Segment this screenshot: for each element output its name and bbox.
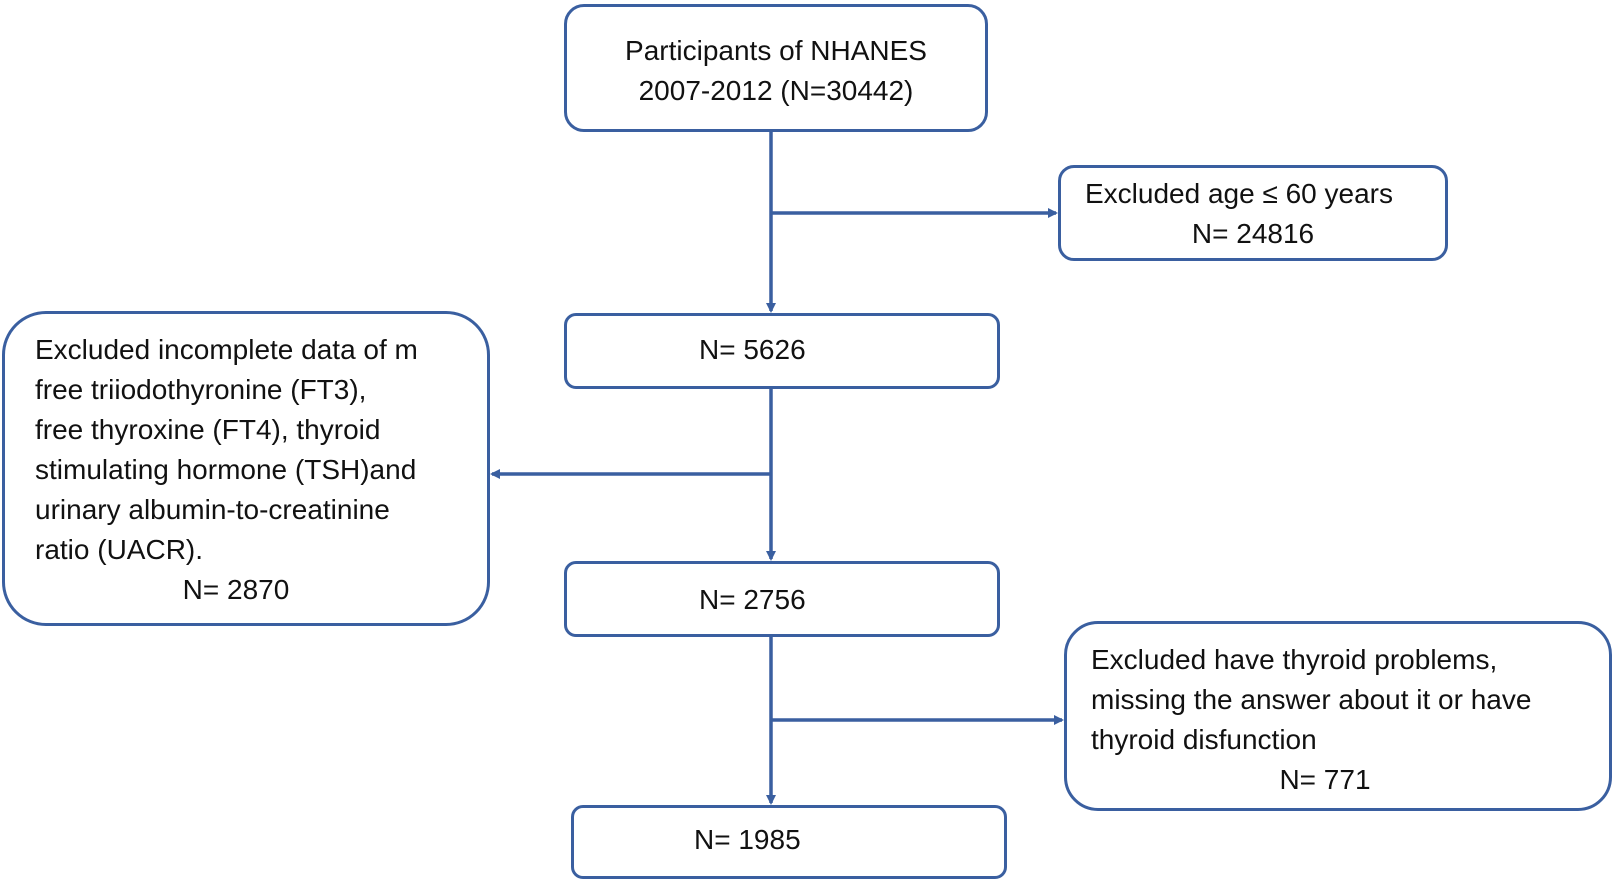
n1985-count: N= 1985: [694, 824, 801, 855]
excluded-incomplete-line-2: free triiodothyronine (FT3),: [35, 374, 367, 405]
n2756-box: N= 2756: [564, 561, 1000, 637]
excluded-age-box: Excluded age ≤ 60 years N= 24816: [1058, 165, 1448, 261]
excluded-incomplete-line-1: Excluded incomplete data of m: [35, 334, 418, 365]
n1985-box: N= 1985: [571, 805, 1007, 879]
excluded-incomplete-box: Excluded incomplete data of m free triio…: [2, 311, 490, 626]
participants-line-1: Participants of NHANES: [625, 35, 927, 66]
excluded-incomplete-line-5: urinary albumin-to-creatinine: [35, 494, 390, 525]
excluded-thyroid-box: Excluded have thyroid problems, missing …: [1064, 621, 1612, 811]
participants-box: Participants of NHANES 2007-2012 (N=3044…: [564, 4, 988, 132]
excluded-thyroid-line-1: Excluded have thyroid problems,: [1091, 644, 1498, 675]
n5626-count: N= 5626: [699, 334, 806, 365]
excluded-thyroid-line-3: thyroid disfunction: [1091, 724, 1317, 755]
excluded-incomplete-count: N= 2870: [182, 574, 290, 605]
n5626-box: N= 5626: [564, 313, 1000, 389]
n2756-count: N= 2756: [699, 584, 806, 615]
excluded-incomplete-line-6: ratio (UACR).: [35, 534, 204, 565]
excluded-age-count: N= 24816: [1191, 218, 1315, 249]
excluded-age-label: Excluded age ≤ 60 years: [1085, 178, 1393, 209]
excluded-incomplete-line-4: stimulating hormone (TSH)and: [35, 454, 417, 485]
excluded-thyroid-line-2: missing the answer about it or have: [1091, 684, 1532, 715]
excluded-incomplete-line-3: free thyroxine (FT4), thyroid: [35, 414, 381, 445]
excluded-thyroid-count: N= 771: [1279, 764, 1371, 795]
participants-line-2: 2007-2012 (N=30442): [638, 75, 914, 106]
